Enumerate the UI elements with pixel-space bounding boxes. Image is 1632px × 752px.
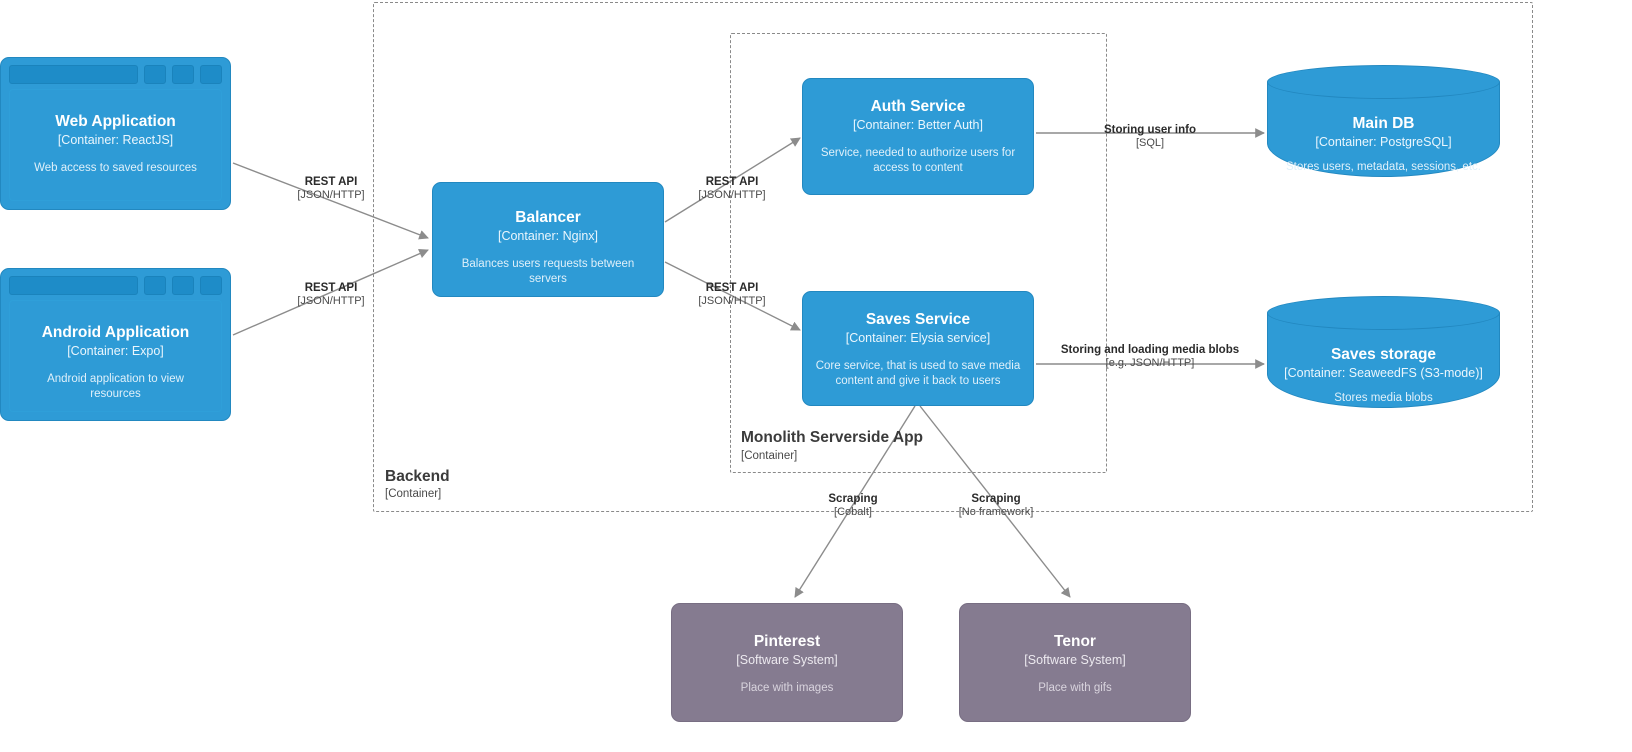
edge-label-tech: [e.g. JSON/HTTP] — [1105, 356, 1195, 369]
edge-label-text: Storing and loading media blobs — [1060, 344, 1240, 356]
edge-label-balancer-to-auth: REST API [JSON/HTTP] — [672, 176, 792, 201]
edge-label-saves-to-storage: Storing and loading media blobs [e.g. JS… — [1060, 344, 1240, 369]
edge-label-tech: [JSON/HTTP] — [698, 188, 766, 201]
node-description: Web access to saved resources — [34, 161, 197, 174]
browser-button-3-icon — [200, 276, 222, 295]
cylinder-top-icon — [1267, 65, 1500, 99]
node-tech: [Container: SeaweedFS (S3-mode)] — [1284, 365, 1483, 380]
node-tenor[interactable]: Tenor [Software System] Place with gifs — [959, 603, 1191, 722]
node-description: Android application to view resources — [47, 372, 184, 400]
browser-chrome-bar — [9, 276, 222, 295]
node-body: Saves storage [Container: SeaweedFS (S3-… — [1267, 334, 1500, 404]
node-description: Core service, that is used to save media… — [815, 359, 1021, 387]
edge-label-text: REST API — [705, 282, 759, 294]
node-title: Balancer — [515, 209, 581, 226]
node-title: Android Application — [41, 324, 190, 341]
node-tech: [Container: Expo] — [67, 343, 164, 358]
browser-button-1-icon — [144, 276, 166, 295]
node-main-db[interactable]: Main DB [Container: PostgreSQL] Stores u… — [1267, 65, 1500, 177]
boundary-monolith-sublabel: [Container] — [741, 450, 798, 462]
edge-label-tech: [JSON/HTTP] — [297, 294, 365, 307]
node-title: Auth Service — [870, 98, 966, 115]
edge-label-tech: [JSON/HTTP] — [297, 188, 365, 201]
browser-address-bar — [9, 65, 138, 84]
node-title: Saves storage — [1330, 346, 1437, 363]
edge-label-balancer-to-saves: REST API [JSON/HTTP] — [672, 282, 792, 307]
boundary-monolith — [730, 33, 1107, 473]
node-tech: [Container: Better Auth] — [853, 117, 983, 132]
node-title: Web Application — [55, 113, 176, 130]
node-title: Tenor — [1054, 633, 1096, 650]
edge-label-saves-to-tenor: Scraping [No framework] — [936, 493, 1056, 518]
edge-label-tech: [No framework] — [958, 505, 1034, 518]
node-tech: [Software System] — [736, 652, 838, 667]
node-saves-service[interactable]: Saves Service [Container: Elysia service… — [802, 291, 1034, 406]
node-tech: [Container: Nginx] — [497, 228, 599, 243]
node-description: Place with gifs — [1038, 681, 1112, 694]
edge-label-text: Scraping — [971, 493, 1021, 505]
edge-label-text: REST API — [304, 282, 358, 294]
node-web-application[interactable]: Web Application [Container: ReactJS] Web… — [0, 57, 231, 210]
node-balancer[interactable]: Balancer [Container: Nginx] Balances use… — [432, 182, 664, 297]
edge-label-text: REST API — [705, 176, 759, 188]
node-title: Saves Service — [865, 311, 971, 328]
edge-label-android-to-balancer: REST API [JSON/HTTP] — [271, 282, 391, 307]
node-description: Service, needed to authorize users for a… — [820, 146, 1016, 174]
edge-label-auth-to-maindb: Storing user info [SQL] — [1090, 124, 1210, 149]
edge-label-tech: [SQL] — [1135, 136, 1165, 149]
browser-chrome-bar — [9, 65, 222, 84]
browser-button-1-icon — [144, 65, 166, 84]
node-description: Place with images — [740, 681, 834, 694]
browser-button-2-icon — [172, 65, 194, 84]
node-android-application[interactable]: Android Application [Container: Expo] An… — [0, 268, 231, 421]
node-description: Balances users requests between servers — [461, 257, 635, 285]
node-title: Main DB — [1352, 115, 1415, 132]
browser-button-2-icon — [172, 276, 194, 295]
browser-address-bar — [9, 276, 138, 295]
node-saves-storage[interactable]: Saves storage [Container: SeaweedFS (S3-… — [1267, 296, 1500, 408]
boundary-monolith-label: Monolith Serverside App — [741, 429, 924, 446]
node-title: Pinterest — [753, 633, 821, 650]
node-tech: [Container: Elysia service] — [845, 330, 991, 345]
node-pinterest[interactable]: Pinterest [Software System] Place with i… — [671, 603, 903, 722]
node-description: Stores users, metadata, sessions, etc. — [1286, 160, 1481, 173]
edge-label-saves-to-pinterest: Scraping [Cobalt] — [793, 493, 913, 518]
edge-label-text: Storing user info — [1104, 124, 1196, 136]
edge-label-text: REST API — [304, 176, 358, 188]
edge-label-tech: [JSON/HTTP] — [698, 294, 766, 307]
node-body: Main DB [Container: PostgreSQL] Stores u… — [1267, 103, 1500, 173]
node-body: Android Application [Container: Expo] An… — [9, 300, 222, 412]
boundary-backend-label: Backend — [385, 468, 450, 485]
edge-label-tech: [Cobalt] — [834, 505, 872, 518]
node-tech: [Container: ReactJS] — [57, 132, 174, 147]
node-tech: [Software System] — [1024, 652, 1126, 667]
node-description: Stores media blobs — [1334, 391, 1433, 404]
boundary-backend-sublabel: [Container] — [385, 488, 442, 500]
edge-label-web-to-balancer: REST API [JSON/HTTP] — [271, 176, 391, 201]
node-body: Web Application [Container: ReactJS] Web… — [9, 89, 222, 201]
node-tech: [Container: PostgreSQL] — [1315, 134, 1452, 149]
boundary-backend — [373, 2, 1533, 512]
cylinder-top-icon — [1267, 296, 1500, 330]
edge-label-text: Scraping — [828, 493, 878, 505]
node-auth-service[interactable]: Auth Service [Container: Better Auth] Se… — [802, 78, 1034, 195]
browser-button-3-icon — [200, 65, 222, 84]
